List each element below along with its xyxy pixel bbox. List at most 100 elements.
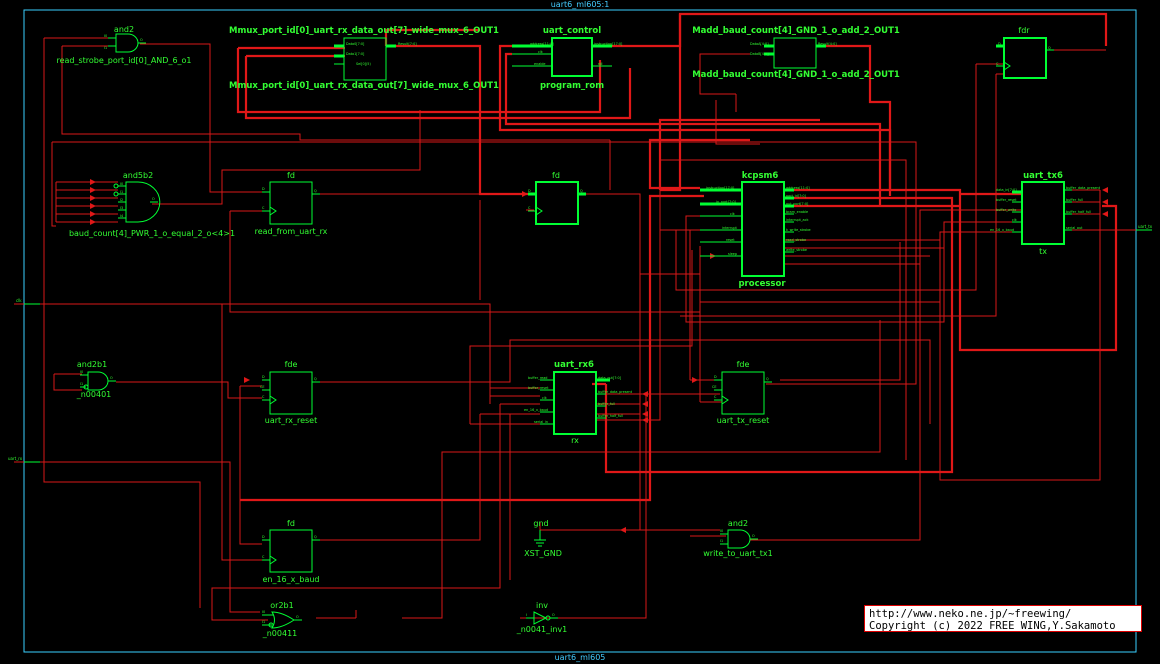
svg-text:clk: clk	[542, 396, 547, 400]
or2b1-gate[interactable]: or2b1 I0 I1 O _n00411	[262, 601, 302, 638]
svg-text:C: C	[262, 206, 265, 210]
svg-text:D: D	[528, 189, 531, 193]
svg-text:Q: Q	[314, 535, 317, 539]
port-clk[interactable]: clk	[16, 298, 40, 305]
and2-bot-name: write_to_uart_tx1	[703, 549, 773, 558]
svg-text:Sel[0](5): Sel[0](5)	[356, 62, 371, 66]
svg-text:I4: I4	[120, 214, 123, 218]
port-uart-tx[interactable]: uart_tx	[1136, 224, 1153, 231]
svg-text:I1: I1	[262, 620, 265, 624]
inverter-gate[interactable]: inv I O _n0041_inv1	[516, 601, 568, 634]
svg-text:buffer_data_present: buffer_data_present	[1066, 186, 1101, 190]
uart-rx6-type: uart_rx6	[554, 360, 594, 370]
svg-text:D: D	[998, 42, 1001, 46]
svg-text:Q: Q	[766, 377, 769, 381]
svg-text:serial_out: serial_out	[1066, 226, 1083, 230]
mux-title-top: Mmux_port_id[0]_uart_rx_data_out[7]_wide…	[229, 26, 499, 36]
uart-rx6-name: rx	[571, 436, 579, 445]
fd-middle-flipflop[interactable]: fd D C Q	[528, 171, 586, 225]
svg-text:I3: I3	[120, 206, 123, 210]
uart-tx6-block[interactable]: uart_tx6 data_in[7:0] buffer_reset buffe…	[990, 171, 1101, 256]
svg-text:buffer_reset: buffer_reset	[528, 386, 549, 390]
svg-text:CE: CE	[260, 385, 265, 389]
fd-en-16-x-baud[interactable]: fd D C Q en_16_x_baud	[262, 519, 320, 584]
svg-text:data_out[7:0]: data_out[7:0]	[598, 376, 622, 380]
uart-tx6-type: uart_tx6	[1023, 171, 1063, 181]
fde-rx-name: uart_rx_reset	[265, 416, 317, 425]
kcpsm6-processor[interactable]: kcpsm6 instruction[17:0] in_port[7:0] cl…	[700, 171, 811, 289]
svg-text:Data1[7:0]: Data1[7:0]	[346, 52, 365, 56]
svg-text:bram_enable: bram_enable	[786, 210, 808, 214]
credit-url[interactable]: http://www.neko.ne.jp/~freewing/	[869, 608, 1072, 620]
port-uart-rx[interactable]: uart_rx	[8, 456, 40, 463]
svg-text:interrupt: interrupt	[722, 226, 738, 230]
svg-text:O: O	[296, 615, 299, 619]
and2-bot-type: and2	[728, 519, 748, 528]
svg-text:O: O	[140, 38, 143, 42]
svg-text:C: C	[528, 206, 531, 210]
svg-text:clk: clk	[538, 50, 543, 54]
fde-tx-name: uart_tx_reset	[717, 416, 770, 425]
madd-baud-block[interactable]: Madd_baud_count[4]_GND_1_o_add_2_OUT1 Da…	[692, 26, 900, 80]
mux-port-id-block[interactable]: Mmux_port_id[0]_uart_rx_data_out[7]_wide…	[229, 26, 499, 91]
svg-text:I1: I1	[80, 382, 83, 386]
svg-text:buffer_reset: buffer_reset	[996, 198, 1017, 202]
uart-control-type: uart_control	[543, 26, 601, 36]
svg-text:DataA[4:0]: DataA[4:0]	[750, 42, 769, 46]
uart-control-block[interactable]: uart_control address[11:0] clk enable in…	[512, 26, 623, 91]
fdr-flipflop[interactable]: fdr D C Q	[996, 26, 1054, 79]
svg-text:CE: CE	[712, 385, 717, 389]
svg-text:read_strobe: read_strobe	[786, 238, 806, 242]
module-frame	[23, 9, 1137, 653]
svg-text:data_in[7:0]: data_in[7:0]	[996, 188, 1017, 192]
svg-text:C: C	[262, 395, 265, 399]
or2b1-name: _n00411	[262, 629, 298, 638]
svg-text:C: C	[714, 395, 717, 399]
svg-text:sleep: sleep	[728, 252, 737, 256]
uart-rx6-block[interactable]: uart_rx6 buffer_read buffer_reset clk en…	[524, 360, 633, 445]
svg-text:buffer_half_full: buffer_half_full	[598, 414, 623, 418]
svg-text:I1: I1	[720, 539, 723, 543]
svg-text:DataB[4:0]: DataB[4:0]	[750, 52, 769, 56]
frame-title-bottom: uart6_ml605	[555, 653, 606, 662]
madd-title-top: Madd_baud_count[4]_GND_1_o_add_2_OUT1	[692, 26, 900, 36]
svg-text:out_port[7:0]: out_port[7:0]	[786, 202, 809, 206]
fde-rx-type: fde	[285, 360, 298, 369]
and2-top-type: and2	[114, 25, 134, 34]
svg-text:I1: I1	[104, 46, 107, 50]
port-uart-rx-label: uart_rx	[8, 456, 23, 461]
svg-text:k_write_strobe: k_write_strobe	[786, 228, 811, 232]
svg-text:D: D	[262, 375, 265, 379]
gnd-symbol[interactable]: gnd XST_GND	[524, 519, 562, 558]
svg-text:I: I	[526, 613, 527, 617]
gnd-name: XST_GND	[524, 549, 562, 558]
and2-gate-write-tx[interactable]: and2 I0 I1 O write_to_uart_tx1	[703, 519, 773, 558]
inv-type: inv	[536, 601, 548, 610]
port-clk-label: clk	[16, 298, 22, 303]
fd-read-from-uart-rx[interactable]: fd D C Q read_from_uart_rx	[255, 171, 328, 236]
and2-gate-read-strobe[interactable]: and2 read_strobe_port_id[0]_AND_6_o1 I0 …	[56, 25, 191, 65]
svg-text:buffer_data_present: buffer_data_present	[598, 390, 633, 394]
svg-text:I0: I0	[120, 182, 123, 186]
svg-text:Result[7:0]: Result[7:0]	[398, 42, 417, 46]
svg-text:port_id[7:0]: port_id[7:0]	[786, 194, 807, 198]
svg-text:Q: Q	[1048, 46, 1051, 50]
fde-uart-tx-reset[interactable]: fde D CE C Q uart_tx_reset	[712, 360, 772, 425]
svg-text:enable: enable	[534, 62, 546, 66]
fde-uart-rx-reset[interactable]: fde D CE C Q uart_rx_reset	[260, 360, 320, 425]
svg-text:clk: clk	[1012, 218, 1017, 222]
svg-text:buffer_write: buffer_write	[996, 208, 1016, 212]
gnd-type: gnd	[533, 519, 548, 528]
svg-text:instruction[17:0]: instruction[17:0]	[706, 186, 735, 190]
and5b2-name: baud_count[4]_PWR_1_o_equal_2_o<4>1	[69, 229, 235, 238]
svg-text:buffer_read: buffer_read	[528, 376, 547, 380]
and5b2-gate-baud[interactable]: and5b2 I0 I1 I2 I3 I4 O baud_count[4]_PW…	[69, 171, 235, 238]
kcpsm6-type: kcpsm6	[742, 171, 779, 181]
wire-network	[14, 12, 1150, 621]
svg-text:D: D	[262, 187, 265, 191]
svg-text:I2: I2	[120, 198, 123, 202]
fd-mid-type: fd	[552, 171, 560, 180]
and2b1-gate[interactable]: and2b1 I0 I1 O _n00401	[76, 360, 116, 399]
svg-text:instruction[17:0]: instruction[17:0]	[594, 42, 623, 46]
uart-control-name: program_rom	[540, 81, 604, 91]
